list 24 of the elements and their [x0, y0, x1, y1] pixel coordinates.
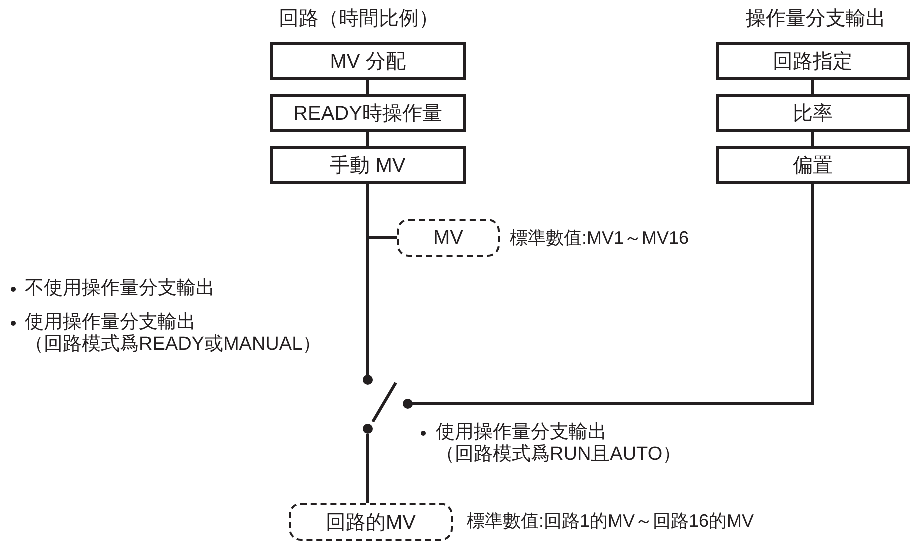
- connector-line: [812, 80, 814, 94]
- contact-dot: [363, 424, 373, 434]
- connector-line: [366, 434, 370, 503]
- column-heading: 操作量分支輸出: [746, 8, 886, 30]
- connector-line: [366, 80, 370, 94]
- value-note: 標準數值:MV1～MV16: [510, 227, 690, 250]
- parameter-box: READY時操作量: [270, 94, 466, 132]
- connector-line: [366, 132, 370, 146]
- connector-line: [812, 132, 814, 146]
- column-heading: 回路（時間比例）: [279, 8, 439, 30]
- parameter-box: 比率: [716, 94, 910, 132]
- connector-line: [412, 184, 814, 406]
- value-box: 回路的MV: [289, 503, 453, 541]
- note-text: 使用操作量分支輸出（回路模式爲READY或MANUAL）: [25, 312, 323, 356]
- parameter-box: 手動 MV: [270, 146, 466, 184]
- contact-dot: [403, 399, 413, 409]
- parameter-box: MV 分配: [270, 42, 466, 80]
- value-note: 標準數值:回路1的MV～回路16的MV: [467, 510, 754, 533]
- parameter-box: 偏置: [716, 146, 910, 184]
- note-text: 使用操作量分支輸出（回路模式爲RUN且AUTO）: [436, 422, 683, 466]
- note-text: 不使用操作量分支輸出: [25, 278, 216, 300]
- value-box: MV: [397, 219, 500, 257]
- parameter-box: 回路指定: [716, 42, 910, 80]
- contact-dot: [363, 375, 373, 385]
